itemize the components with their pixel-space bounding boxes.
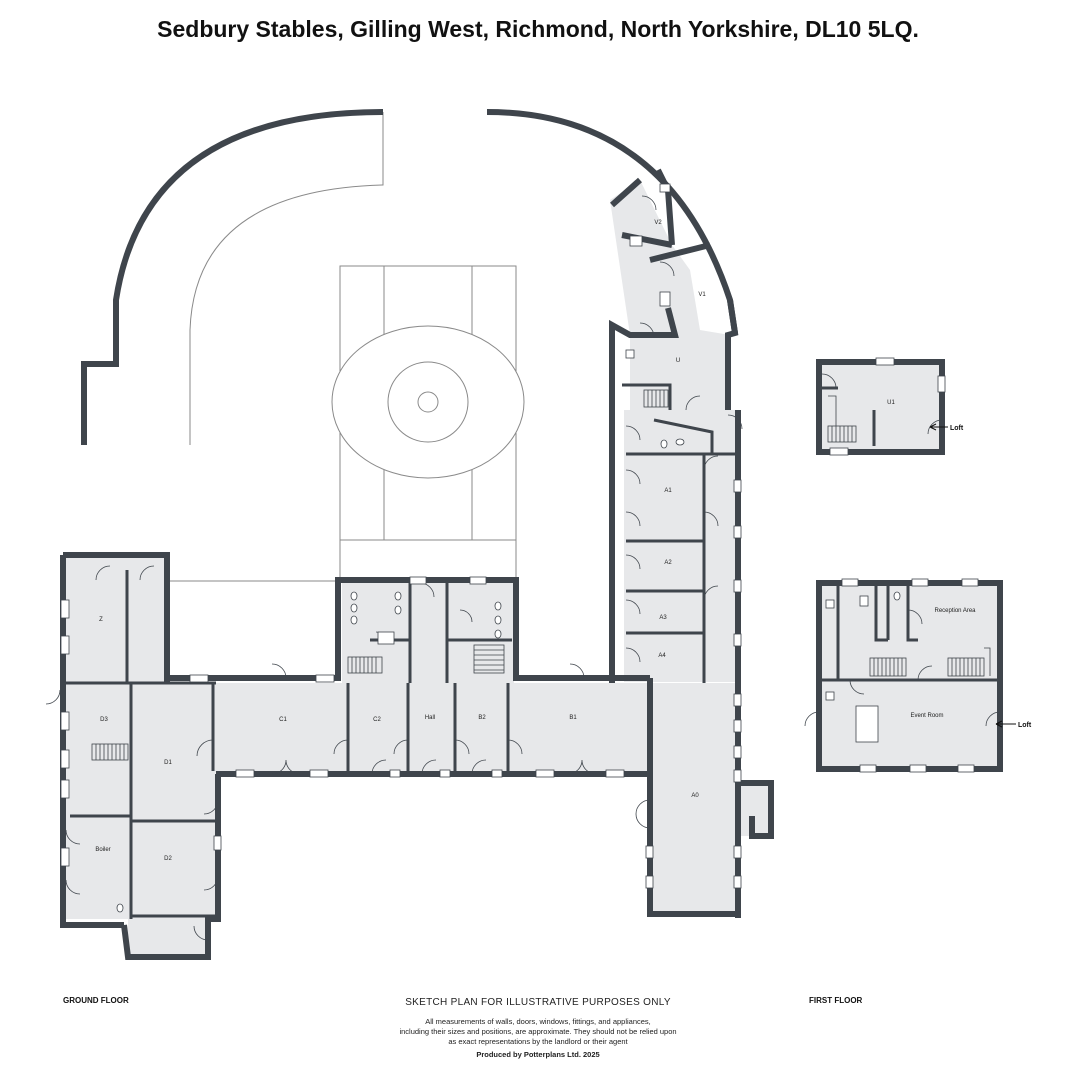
loft-label-upper: Loft — [950, 425, 964, 432]
perimeter-walls — [81, 109, 738, 445]
room-label-u1: U1 — [887, 400, 895, 406]
room-label-a4: A4 — [658, 653, 666, 659]
loft-label-lower: Loft — [1018, 722, 1032, 729]
room-label-event: Event Room — [910, 713, 943, 719]
inner-curved-track — [189, 112, 384, 445]
inner-ring — [387, 361, 469, 443]
ground-floor-walls — [60, 168, 774, 960]
room-label-u: U — [676, 358, 680, 364]
page-title: Sedbury Stables, Gilling West, Richmond,… — [157, 16, 919, 42]
room-label-c1: C1 — [279, 717, 287, 723]
ground-floor-doors — [45, 195, 743, 941]
room-labels: V2 V1 U A1 A2 A3 A4 Z D3 D1 C1 C2 Hall B… — [95, 220, 976, 862]
first-floor-event — [804, 578, 1016, 773]
kitchen-island — [855, 705, 879, 743]
room-label-b2: B2 — [478, 715, 486, 721]
room-label-b1: B1 — [569, 715, 577, 721]
room-label-a1: A1 — [664, 488, 672, 494]
east-curved-wall — [486, 109, 738, 334]
room-label-d1: D1 — [164, 760, 172, 766]
room-label-d2: D2 — [164, 856, 172, 862]
ground-floor-label: GROUND FLOOR — [63, 996, 129, 1005]
ground-floor-fixtures — [116, 183, 685, 913]
room-label-boiler: Boiler — [95, 847, 110, 853]
disclaimer-title: SKETCH PLAN FOR ILLUSTRATIVE PURPOSES ON… — [405, 997, 671, 1008]
room-label-c2: C2 — [373, 717, 381, 723]
room-label-d3: D3 — [100, 717, 108, 723]
room-label-v1: V1 — [698, 292, 706, 298]
ground-floor-stairs — [91, 389, 669, 761]
ground-floor — [45, 168, 774, 960]
room-label-reception: Reception Area — [934, 608, 976, 614]
room-label-a3: A3 — [659, 615, 667, 621]
outer-ring — [331, 325, 525, 479]
room-label-a2: A2 — [664, 560, 672, 566]
disclaimer-line: including their sizes and positions, are… — [399, 1027, 677, 1036]
room-label-a0: A0 — [691, 793, 699, 799]
room-label-v2: V2 — [654, 220, 662, 226]
disclaimer: SKETCH PLAN FOR ILLUSTRATIVE PURPOSES ON… — [300, 997, 776, 1059]
room-label-z: Z — [99, 617, 103, 623]
west-curved-wall — [81, 109, 384, 445]
centre-ring — [417, 391, 439, 413]
first-floor-label: FIRST FLOOR — [809, 996, 863, 1005]
disclaimer-line: as exact representations by the landlord… — [448, 1037, 628, 1046]
producer-credit: Produced by Potterplans Ltd. 2025 — [476, 1050, 600, 1059]
ground-floor-windows — [60, 235, 742, 889]
disclaimer-line: All measurements of walls, doors, window… — [425, 1017, 651, 1026]
room-label-hall: Hall — [425, 715, 435, 721]
courtyard-features — [168, 112, 525, 582]
first-floor-u1 — [816, 357, 948, 456]
